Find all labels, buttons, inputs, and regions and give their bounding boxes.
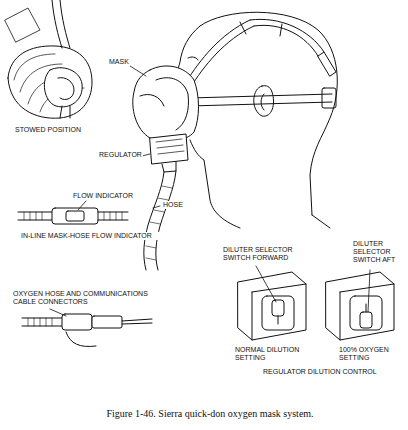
regulator-switch xyxy=(238,272,306,340)
hose-connectors xyxy=(22,314,152,346)
part-label: HOSE xyxy=(162,201,184,209)
regulator xyxy=(150,134,188,172)
stowed-mask xyxy=(5,0,92,118)
hose xyxy=(144,171,176,270)
oxygen-mask xyxy=(133,66,199,141)
part-label: NORMAL DILUTION SETTING xyxy=(234,346,306,362)
leader-line xyxy=(50,66,370,316)
figure-caption: Figure 1-46. Sierra quick-don oxygen mas… xyxy=(106,408,313,419)
part-label: DILUTER SELECTOR SWITCH FORWARD xyxy=(222,246,298,262)
part-label: 100% OXYGEN SETTING xyxy=(338,346,398,362)
part-label: STOWED POSITION xyxy=(14,126,82,134)
part-label: DILUTER SELECTOR SWITCH AFT xyxy=(352,240,404,264)
harness xyxy=(186,19,336,108)
part-label: REGULATOR xyxy=(98,151,143,159)
part-label: IN-LINE MASK-HOSE FLOW INDICATOR xyxy=(20,232,162,240)
flow-indicator xyxy=(18,208,128,224)
part-label: MASK xyxy=(108,58,130,66)
part-label: OXYGEN HOSE AND COMMUNICATIONS CABLE CON… xyxy=(12,290,154,306)
regulator-switch xyxy=(326,272,394,340)
part-label: REGULATOR DILUTION CONTROL xyxy=(262,368,378,376)
part-label: FLOW INDICATOR xyxy=(72,192,134,200)
